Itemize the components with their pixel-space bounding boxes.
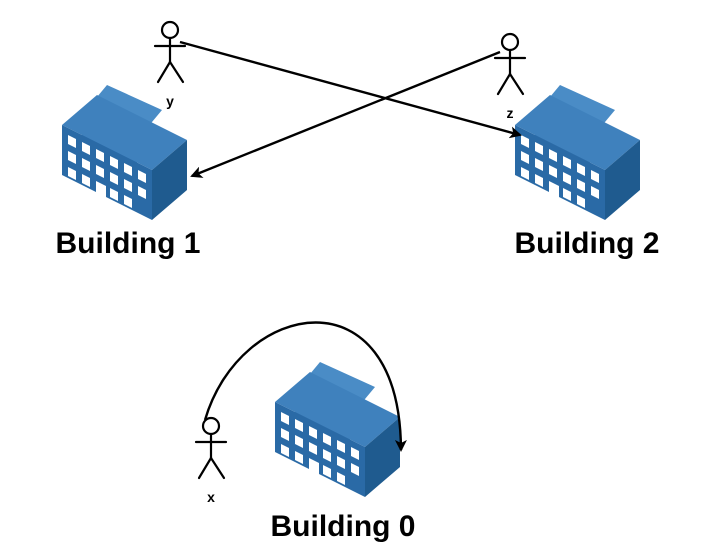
arrow-x-to-building-0 [203, 321, 407, 452]
building-2: Building 2 [515, 85, 660, 260]
building-2-label: Building 2 [515, 227, 660, 260]
person-x-label: x [207, 489, 215, 505]
building-1-label: Building 1 [56, 227, 201, 260]
arrow-z-to-building-1 [190, 50, 501, 178]
person-x: x [194, 416, 228, 505]
person-y-label: y [166, 93, 174, 109]
person-y-figure [153, 20, 187, 84]
arrow-y-to-building-2 [179, 40, 522, 139]
building-0-label: Building 0 [271, 510, 416, 543]
person-x-figure [194, 416, 228, 480]
person-z: z [493, 32, 527, 121]
building-0-icon [275, 362, 400, 497]
building-0: Building 0 [271, 362, 416, 543]
building-2-icon [515, 85, 640, 220]
person-y: y [153, 20, 187, 109]
person-z-figure [493, 32, 527, 96]
person-z-label: z [507, 105, 514, 121]
building-1: Building 1 [56, 85, 201, 260]
